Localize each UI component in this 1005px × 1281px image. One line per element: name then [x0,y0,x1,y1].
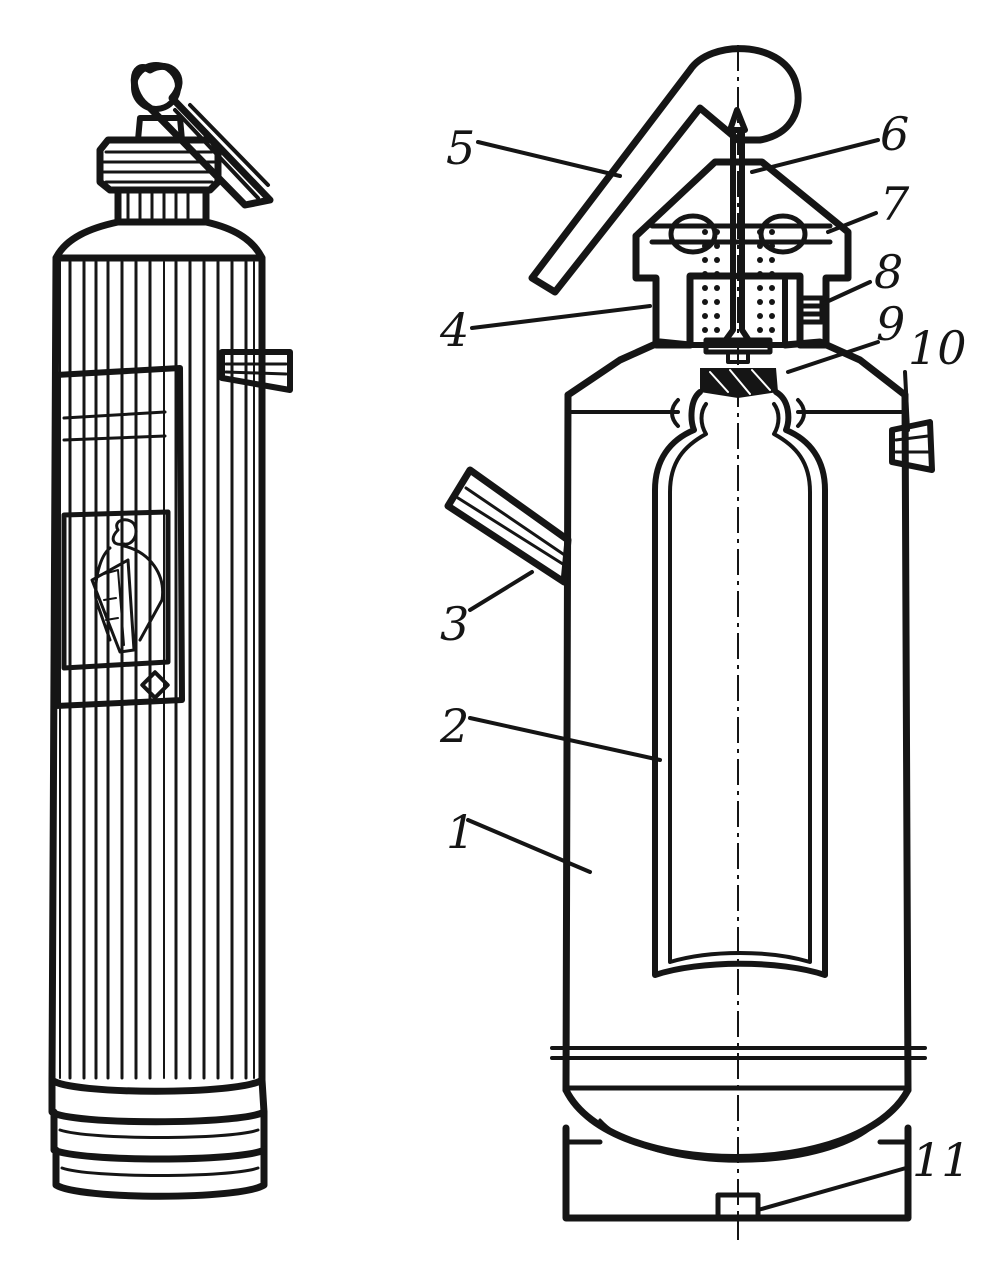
exterior-lever [130,62,274,209]
callout-8: 8 [874,245,903,299]
exterior-shoulder [52,218,266,262]
leader-lines [466,138,910,1212]
section-cartridge [652,389,828,978]
exterior-view [48,62,293,1200]
callout-7: 7 [880,177,910,231]
exterior-head [96,115,222,226]
callout-9: 9 [876,297,905,351]
callout-4: 4 [439,303,469,357]
exterior-clip [219,349,293,393]
callout-2: 2 [439,699,469,753]
section-shoulder [564,338,909,399]
exterior-label [53,365,185,709]
callout-5: 5 [446,121,475,175]
section-view: 1 2 3 4 5 6 7 8 9 10 11 [439,45,971,1240]
callout-3: 3 [440,597,469,651]
section-clip [889,419,935,473]
section-nozzle [444,466,572,586]
callout-10: 10 [908,321,967,375]
callout-11: 11 [912,1133,971,1187]
callout-6: 6 [880,107,909,161]
section-base [562,1124,912,1222]
callout-labels: 1 2 3 4 5 6 7 8 9 10 11 [439,107,971,1187]
section-outer-vessel [550,391,927,1163]
exterior-base [48,1076,268,1200]
section-seal [700,368,778,398]
section-head [632,107,852,364]
callout-1: 1 [446,805,475,859]
